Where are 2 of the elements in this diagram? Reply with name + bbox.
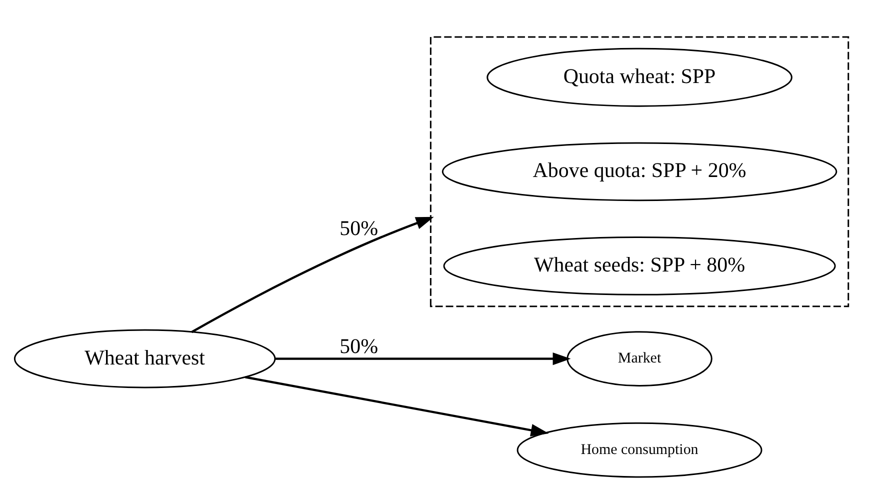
edge-label: 50% xyxy=(340,334,378,358)
edge-label: 50% xyxy=(340,215,378,240)
